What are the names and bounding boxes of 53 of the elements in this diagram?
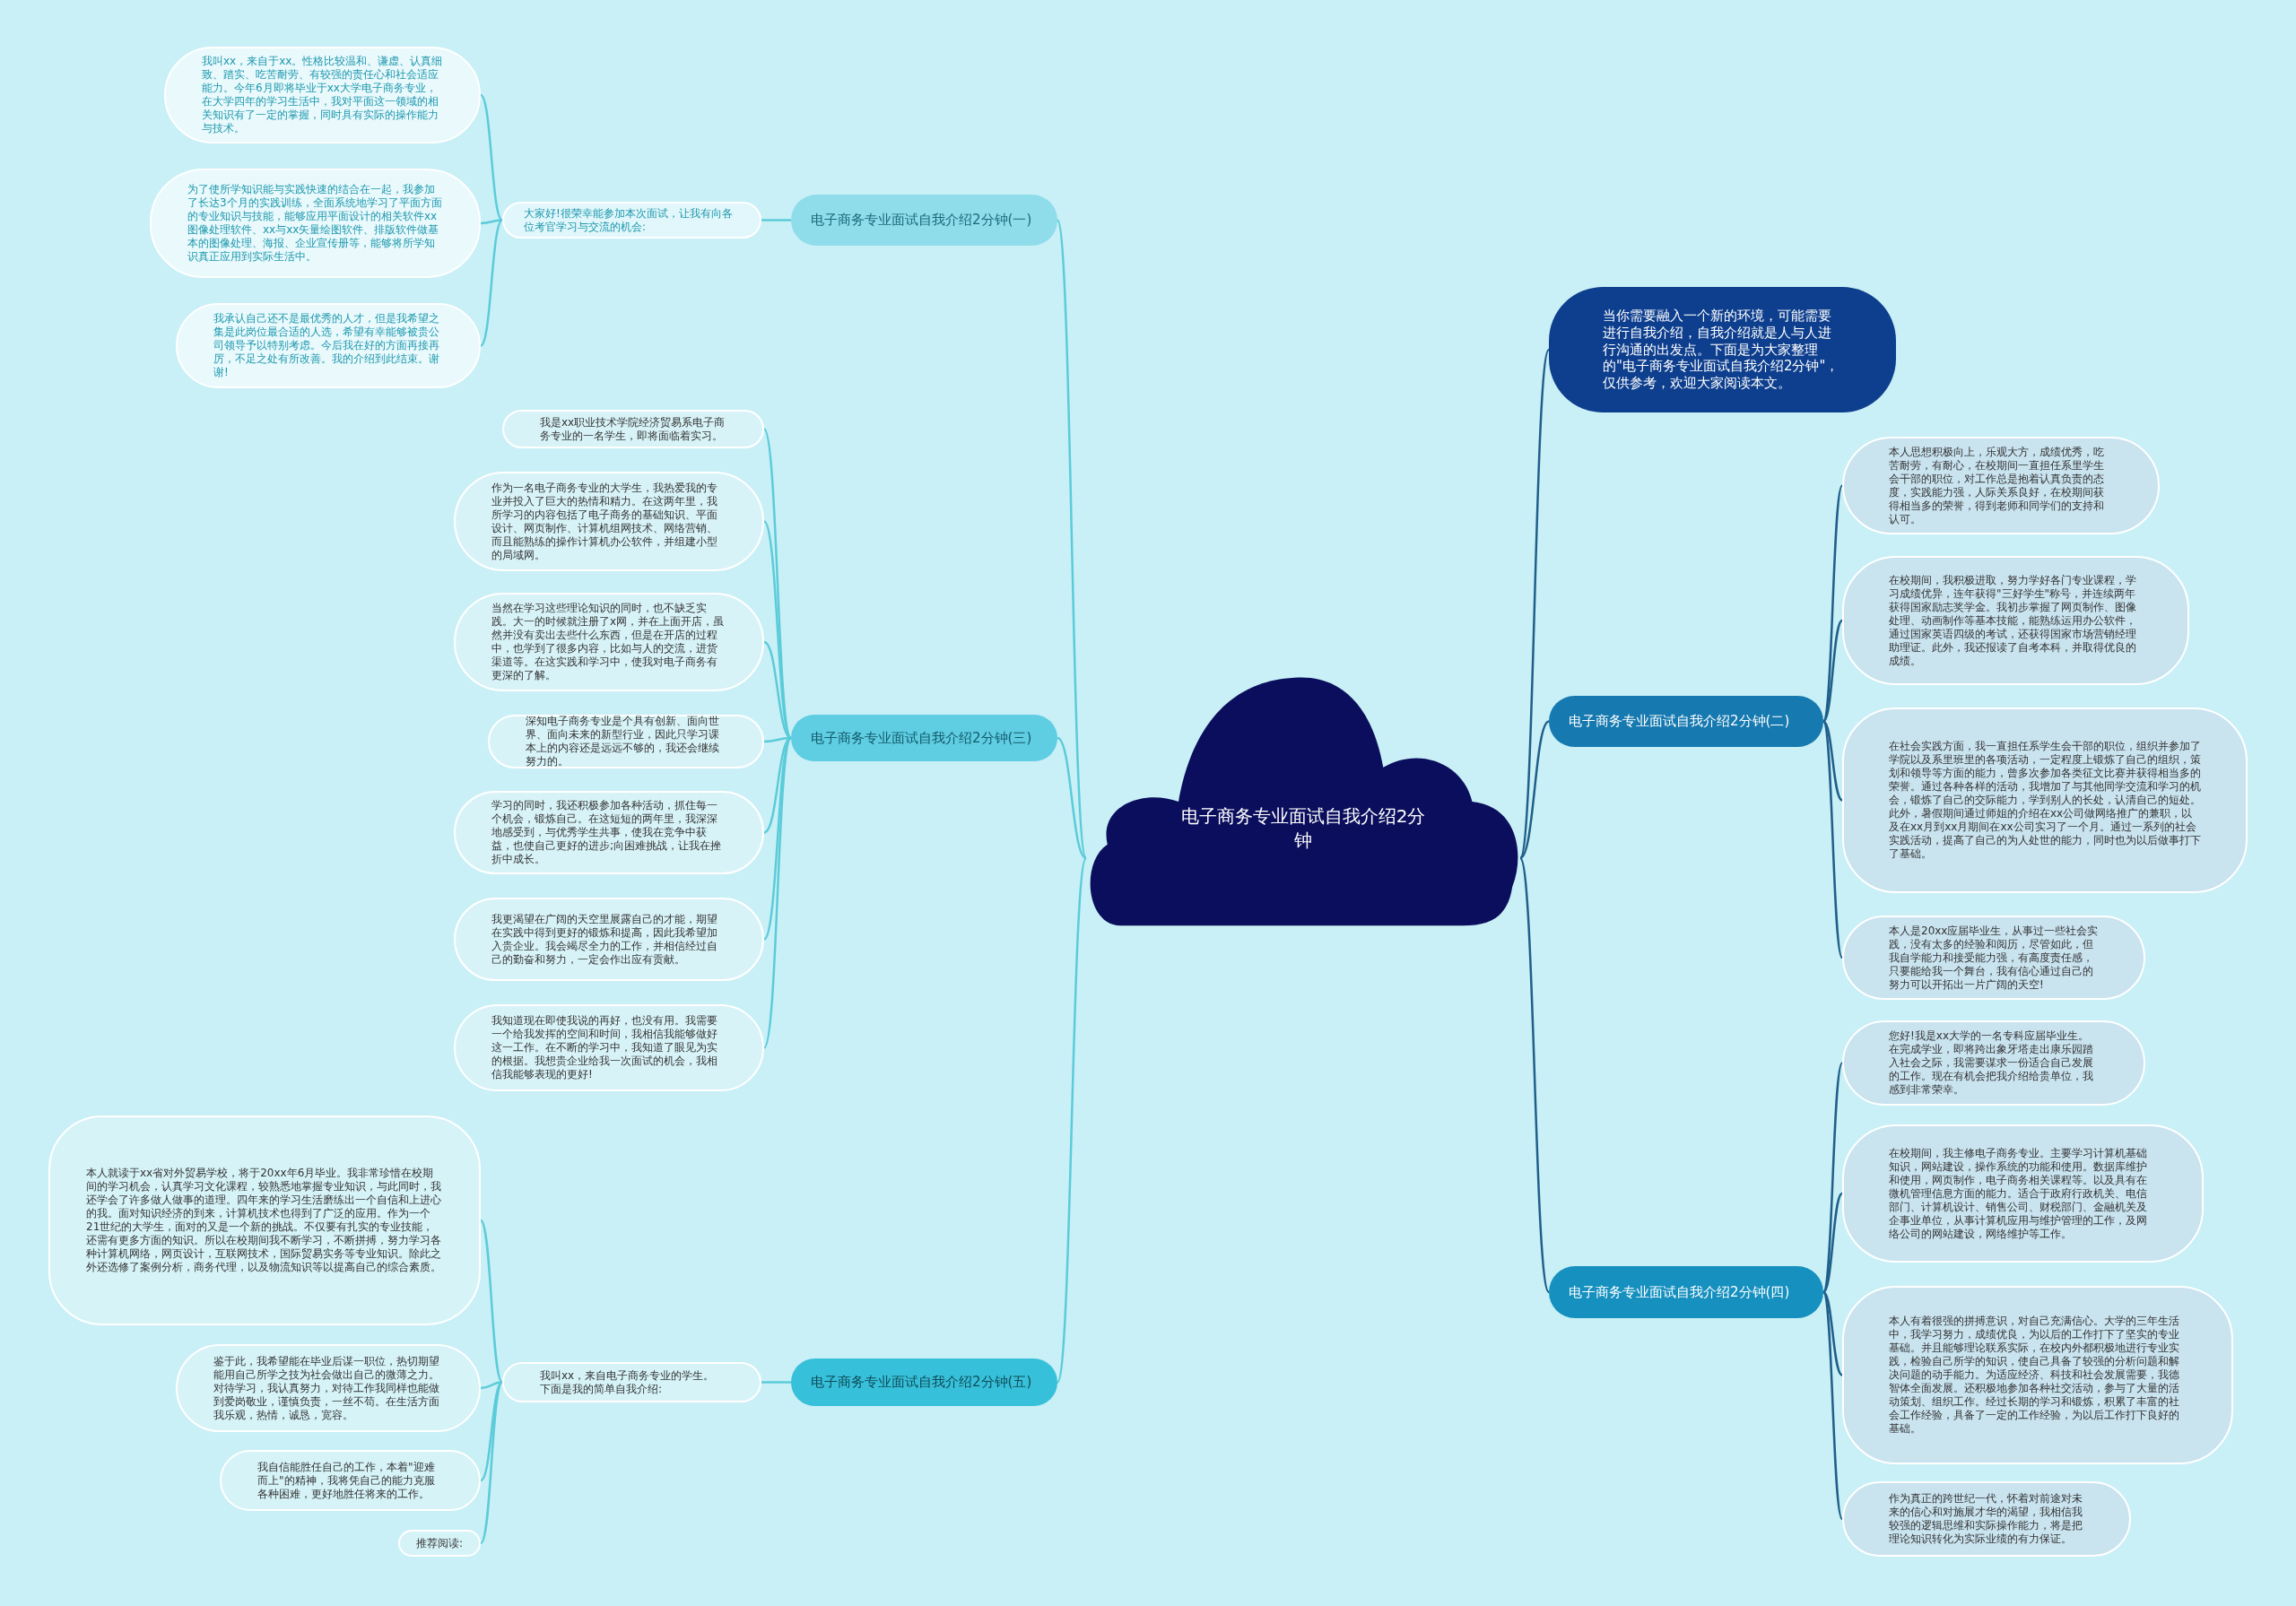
connector-line [480,94,503,221]
connector-line [761,1381,791,1384]
topic-box: 电子商务专业面试自我介绍2分钟(四) [1549,1266,1823,1318]
topic-box: 电子商务专业面试自我介绍2分钟(三) [791,715,1057,761]
text-bubble: 本人就读于xx省对外贸易学校，将于20xx年6月毕业。我非常珍惜在校期间的学习机会，认真学习文化课程，较熟悉地掌握专业知识，与此同时，我还学会了许多做人做事的道理。四年来的学习生活磨练出一个自信和上进心的我。面对知识经济的到来，计算机技术也得到了广泛的应用。作为一个21世纪的大学生，面对的又是一个新的挑战。不仅要有扎实的专业技能，还需有更多方面的知识。所以在校期间我不断学习，不断拼搏，努力学习各种计算机网络，网页设计，互联网技术，国际贸易实务等专业知识。除此之外还选修了案例分析，商务代理，以及物流知识等以提高自己的综合素质。 [48,1116,481,1325]
topic-box: 电子商务专业面试自我介绍2分钟(二) [1549,696,1823,747]
connector-line [763,737,792,941]
connector-line [480,1381,503,1390]
text-bubble: 为了使所学知识能与实践快速的结合在一起，我参加了长达3个月的实践训练，全面系统地学习了平面方面的专业知识与技能，能够应用平面设计的相关软件xx图像处理软件、xx与xx矢量绘图软件、排版软件做基本的图像处理、海报、企业宣传册等，能够将所学知识真正应用到实际生活中。 [150,169,481,278]
text-bubble: 本人有着很强的拼搏意识，对自己充满信心。大学的三年生活中，我学习努力，成绩优良，为以后的工作打下了坚实的专业基础。并且能够理论联系实际，在校内外都积极地进行专业实践，检验自己所学的知识，使自己具备了较强的分析问题和解决问题的动手能力。为适应经济、科技和社会发展需要，我德智体全面发展。还积极地参加各种社交活动，参与了大量的活动策划、组织工作。经过长期的学习和锻炼，积累了丰富的社会工作经验，具备了一定的工作经验，为以后工作打下良好的基础。 [1842,1286,2233,1464]
connector-line [761,219,791,221]
connector-line [480,1220,503,1384]
text-bubble: 鉴于此，我希望能在毕业后谋一职位，热切期望能用自己所学之技为社会做出自己的微薄之力。对待学习，我认真努力，对待工作我同样也能做到爱岗敬业，谨慎负责，一丝不苟。在生活方面我乐观，热情，诚恳，宽容。 [176,1344,481,1432]
connector-line [480,219,503,225]
text-bubble: 本人是20xx应届毕业生，从事过一些社会实践，没有太多的经验和阅历，尽管如此，但我自学能力和接受能力强，有高度责任感，只要能给我一个舞台，我有信心通过自己的努力可以开拓出一片广阔的天空! [1842,916,2145,1000]
text-bubble: 我知道现在即使我说的再好，也没有用。我需要一个给我发挥的空间和时间，我相信我能够做好这一工作。在不断的学习中，我知道了眼见为实的根据。我想贵企业给我一次面试的机会，我相信我能够表现的更好! [454,1004,764,1091]
connector-line [1056,220,1088,859]
connector-line [480,1381,503,1544]
intro-bubble: 当你需要融入一个新的环境，可能需要进行自我介绍，自我介绍就是人与人进行沟通的出发点。下面是为大家整理的"电子商务专业面试自我介绍2分钟"，仅供参考，欢迎大家阅读本文。 [1549,287,1896,412]
connector-line [480,219,503,347]
connector-line [1822,620,1843,723]
connector-line [763,520,792,739]
connector-line [1822,1291,1844,1520]
text-bubble: 在校期间，我积极进取，努力学好各门专业课程，学习成绩优异，连年获得"三好学生"称号，并连续两年获得国家励志奖学金。我初步掌握了网页制作、图像处理、动画制作等基本技能，能熟练运用办公软件，通过国家英语四级的考试，还获得国家市场营销经理助理证。此外，我还报读了自考本科，并取得优良的成绩。 [1842,556,2189,685]
text-bubble: 作为一名电子商务专业的大学生，我热爱我的专业并投入了巨大的热情和精力。在这两年里，我所学习的内容包括了电子商务的基础知识、平面设计、网页制作、计算机组网技术、网络营销、而且能熟练的操作计算机办公软件，并组建小型的局域网。 [454,472,764,571]
text-bubble: 我更渴望在广阔的天空里展露自己的才能，期望在实践中得到更好的锻炼和提高，因此我希望加入贵企业。我会竭尽全力的工作，并相信经过自己的勤奋和努力，一定会作出应有贡献。 [454,898,764,981]
topic-box: 电子商务专业面试自我介绍2分钟(一) [791,195,1057,246]
connector-line [1519,720,1550,859]
connector-line [1822,1193,1843,1293]
connector-line [1056,857,1088,1383]
text-bubble: 本人思想积极向上，乐观大方，成绩优秀，吃苦耐劳，有耐心，在校期间一直担任系里学生会干部的职位，对工作总是抱着认真负责的态度，实践能力强，人际关系良好，在校期间获得相当多的荣誉，得到老师和同学们的支持和认可。 [1842,437,2160,534]
text-bubble: 我叫xx，来自电子商务专业的学生。下面是我的简单自我介绍: [502,1362,761,1402]
text-bubble: 我自信能胜任自己的工作，本着"迎难而上"的精神，我将凭自己的能力克服各种困难，更好地胜任将来的工作。 [220,1450,481,1511]
text-bubble: 作为真正的跨世纪一代，怀着对前途对未来的信心和对施展才华的渴望，我相信我较强的逻辑思维和实际操作能力，将是把理论知识转化为实际业绩的有力保证。 [1842,1481,2131,1557]
connector-line [1822,720,1843,802]
text-bubble: 我叫xx，来自于xx。性格比较温和、谦虚、认真细致、踏实、吃苦耐劳、有较强的责任心和社会适应能力。今年6月即将毕业于xx大学电子商务专业，在大学四年的学习生活中，我对平面这一领域的相关知识有了一定的掌握，同时具有实际的操作能力与技术。 [164,47,481,143]
connector-line [1822,1291,1843,1376]
text-bubble: 深知电子商务专业是个具有创新、面向世界、面向未来的新型行业，因此只学习课本上的内容还是远远不够的，我还会继续努力的。 [488,715,764,768]
connector-line [1822,720,1844,959]
text-bubble: 推荐阅读: [398,1530,481,1557]
text-bubble: 您好!我是xx大学的一名专科应届毕业生。在完成学业，即将跨出象牙塔走出康乐园踏入社会之际，我需要谋求一份适合自己发展的工作。现在有机会把我介绍给贵单位，我感到非常荣幸。 [1842,1020,2145,1106]
text-bubble: 学习的同时，我还积极参加各种活动，抓住每一个机会，锻炼自己。在这短短的两年里，我深深地感受到，与优秀学生共事，使我在竞争中获益，也使自己更好的进步;向困难挑战，让我在挫折中成长。 [454,791,764,874]
connector-line [1518,857,1551,1293]
text-bubble: 我承认自己还不是最优秀的人才，但是我希望之集是此岗位最合适的人选，希望有幸能够被贵公司领导予以特别考虑。今后我在好的方面再接再厉，不足之处有所改善。我的介绍到此结束。谢谢! [176,303,481,388]
text-bubble: 在校期间，我主修电子商务专业。主要学习计算机基础知识，网站建设，操作系统的功能和使用。数据库维护和使用，网页制作，电子商务相关课程等。以及具有在微机管理信息方面的能力。适合于政府行政机关、电信部门、计算机设计、销售公司、财税部门、金融机关及企事业单位，从事计算机应用与维护管理的工作，及网络公司的网站建设，网络维护等工作。 [1842,1124,2204,1263]
text-bubble: 当然在学习这些理论知识的同时，也不缺乏实践。大一的时候就注册了x网，并在上面开店，虽然并没有卖出去些什么东西，但是在开店的过程中，也学到了很多内容，比如与人的交流，进货渠道等。在这实践和学习中，使我对电子商务有更深的了解。 [454,593,764,691]
connector-line [1057,737,1087,859]
topic-box: 电子商务专业面试自我介绍2分钟(五) [791,1359,1057,1406]
connector-line [762,737,793,1049]
text-bubble: 我是xx职业技术学院经济贸易系电子商务专业的一名学生，即将面临着实习。 [502,410,764,448]
connector-line [1518,349,1551,859]
text-bubble: 大家好!很荣幸能参加本次面试，让我有向各位考官学习与交流的机会: [502,202,761,239]
text-bubble: 在社会实践方面，我一直担任系学生会干部的职位，组织并参加了学院以及系里班里的各项活动，一定程度上锻炼了自己的组织，策划和领导等方面的能力，曾多次参加各类征文比赛并获得相当多的荣誉。通过各种各样的活动，我增加了与其他同学交流和学习的机会，锻炼了自己的交际能力，学到别人的长处，认清自己的短处。此外，暑假期间通过师姐的介绍在xx公司做网络推广的兼职，以及在xx月到xx月期间在xx公司实习了一个月。通过一系列的社会实践活动，提高了自己的为人处世的能力，同时也为以后做事打下了基础。 [1842,708,2248,893]
